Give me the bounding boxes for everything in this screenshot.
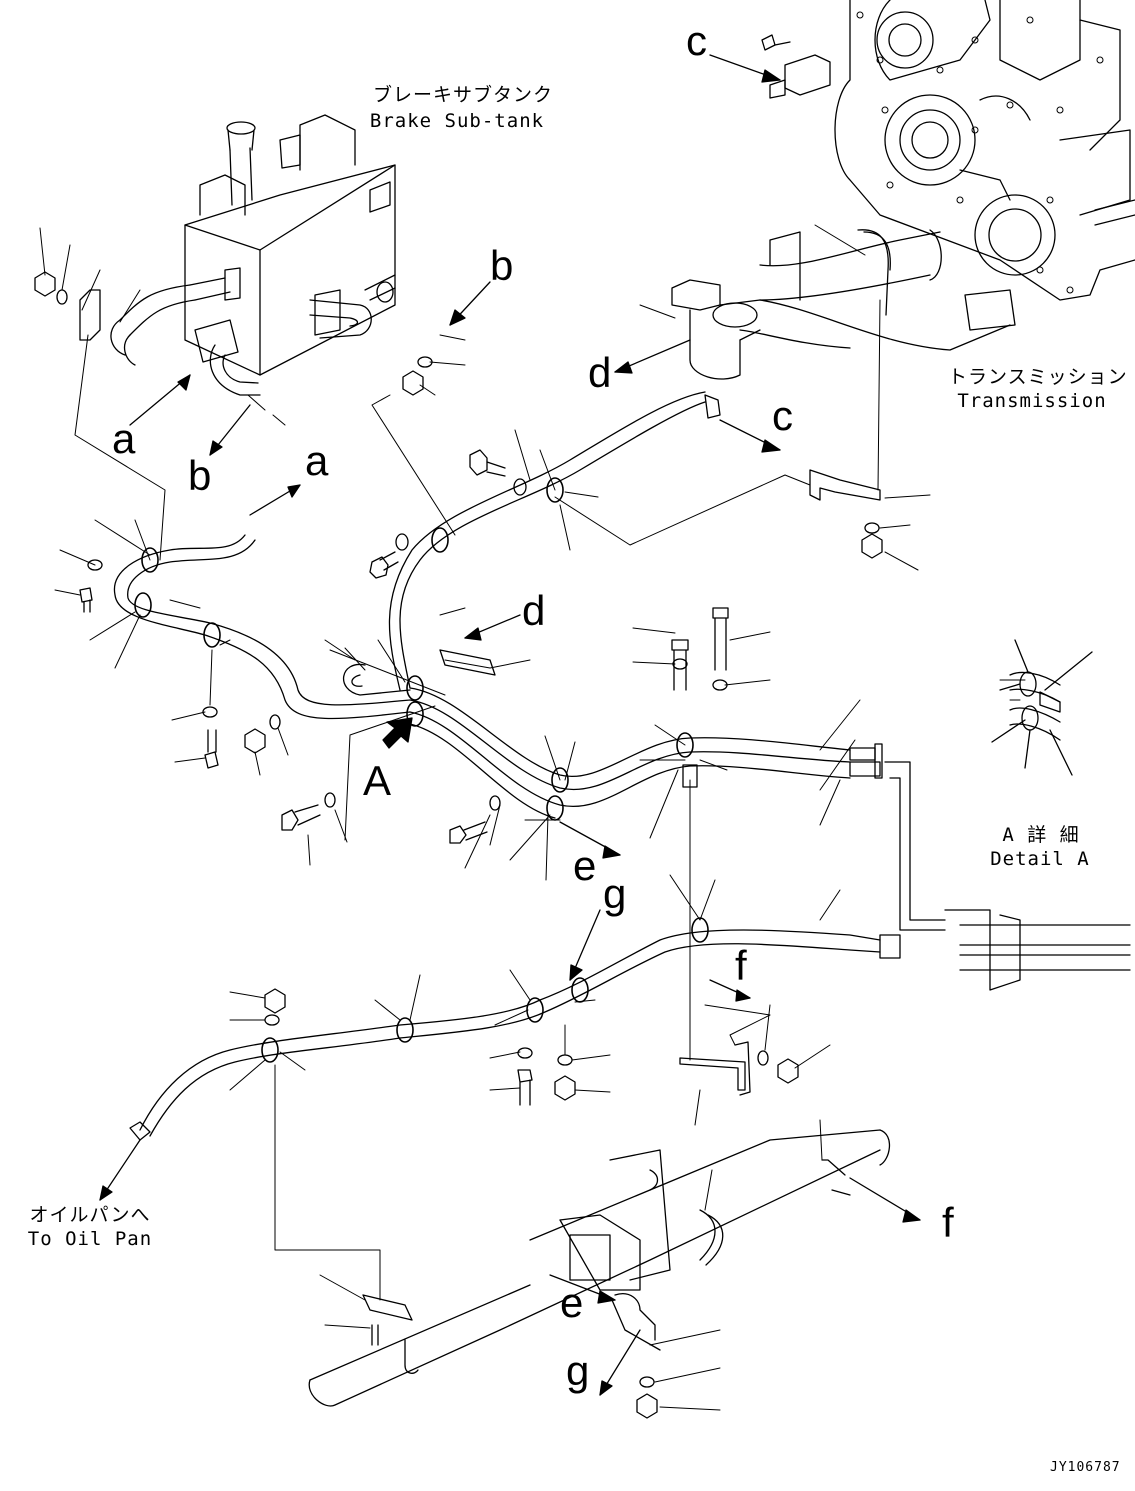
ref-label-f-bottom: f — [942, 1199, 954, 1246]
ref-label-c-top: c — [686, 17, 707, 64]
brake-sub-tank-label-en: Brake Sub-tank — [369, 110, 545, 132]
ref-label-a-left: a — [112, 415, 136, 462]
ref-label-d-top: d — [588, 349, 612, 396]
ref-label-e-mid: e — [573, 842, 597, 889]
ref-label-d-mid: d — [522, 587, 546, 634]
brake-sub-tank — [79, 114, 396, 396]
ref-label-g-mid: g — [603, 870, 627, 917]
clamps — [134, 477, 709, 1063]
ref-label-b-top: b — [490, 242, 514, 289]
fasteners — [34, 271, 883, 1419]
view-label-a-upper: A — [363, 757, 392, 804]
ref-label-c-mid: c — [772, 392, 793, 439]
ref-label-b-left: b — [188, 452, 212, 499]
ref-label-f-mid: f — [735, 942, 747, 989]
ref-label-e-bottom: e — [560, 1279, 584, 1326]
arrows — [99, 54, 921, 1396]
detail-a-clamp — [991, 639, 1093, 776]
drawing-code: JY106787 — [1050, 1460, 1121, 1475]
hose-lines — [113, 391, 1131, 1141]
transmission-label-jp: トランスミッション — [948, 366, 1128, 388]
ref-label-g-bottom: g — [566, 1347, 590, 1394]
ref-label-a-mid: a — [305, 437, 329, 484]
transmission — [671, 0, 1135, 380]
oil-pan-label-en: To Oil Pan — [27, 1228, 153, 1250]
transmission-label-en: Transmission — [957, 390, 1107, 412]
detail-a-label-en: Detail A — [990, 848, 1090, 870]
brake-sub-tank-label-jp: ブレーキサブタンク — [373, 84, 554, 106]
oil-pan-label-jp: オイルパンへ — [29, 1204, 151, 1226]
frame — [308, 1129, 891, 1407]
detail-a-label-jp: A 詳 細 — [1002, 824, 1080, 846]
leader-lines — [39, 224, 1026, 1411]
